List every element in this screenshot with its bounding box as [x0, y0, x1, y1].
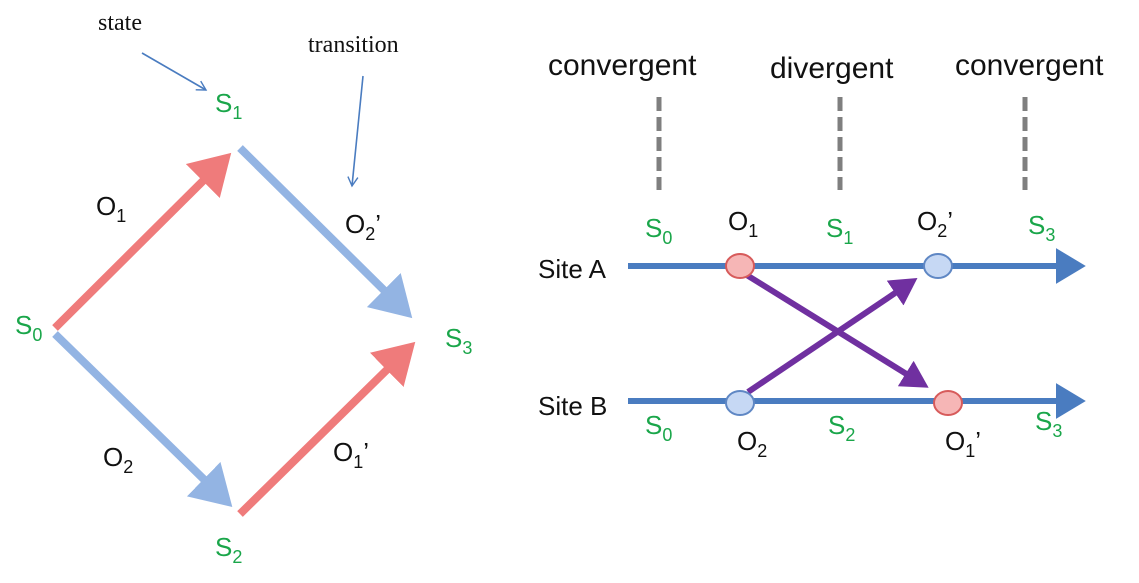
phase-label-convergent-1: convergent [548, 49, 697, 82]
left-op-o1-prime: O1’ [333, 437, 369, 472]
site-b-node-o2 [725, 390, 755, 416]
propagate-o1-to-site-b [743, 271, 929, 388]
site-a-label: Site A [538, 254, 607, 284]
edge-o2-prime-arrow [237, 145, 413, 319]
site-a-node-o1 [725, 253, 755, 279]
annotation-state: state [98, 10, 142, 36]
site-b-state-s0: S0 [645, 410, 672, 445]
site-timeline-diagram: convergent divergent convergent S0 O1 S1… [538, 49, 1104, 461]
state-transition-diagram: state transition S0 S1 S2 S3 O1 O2’ O2 O… [15, 10, 472, 567]
edge-o2-arrow [52, 331, 233, 508]
edge-o1-prime-arrow [237, 341, 416, 517]
annotation-state-arrow [141, 52, 208, 91]
left-op-o2: O2 [103, 442, 133, 477]
site-a-state-s0: S0 [645, 213, 672, 248]
left-state-s1: S1 [215, 88, 242, 123]
phase-label-convergent-2: convergent [955, 49, 1104, 82]
left-state-s0: S0 [15, 310, 42, 345]
site-a-state-s3: S3 [1028, 210, 1055, 245]
site-b-state-s3: S3 [1035, 406, 1062, 441]
left-state-s2: S2 [215, 532, 242, 567]
site-a-state-s1: S1 [826, 213, 853, 248]
site-a-op-o1: O1 [728, 206, 758, 241]
annotation-transition: transition [308, 32, 399, 58]
site-b-state-s2: S2 [828, 410, 855, 445]
site-b-label: Site B [538, 391, 607, 421]
site-a-node-o2-prime [923, 253, 953, 279]
left-op-o2-prime: O2’ [345, 209, 381, 244]
site-b-node-o1-prime [933, 390, 963, 416]
left-state-s3: S3 [445, 323, 472, 358]
propagate-o2-to-site-a [746, 277, 918, 395]
phase-label-divergent: divergent [770, 52, 894, 85]
site-a-op-o2-prime: O2’ [917, 206, 953, 241]
left-op-o1: O1 [96, 191, 126, 226]
site-b-op-o1-prime: O1’ [945, 426, 981, 461]
annotation-transition-arrow [347, 75, 364, 188]
site-b-op-o2: O2 [737, 426, 767, 461]
edge-o1-arrow [52, 152, 232, 331]
